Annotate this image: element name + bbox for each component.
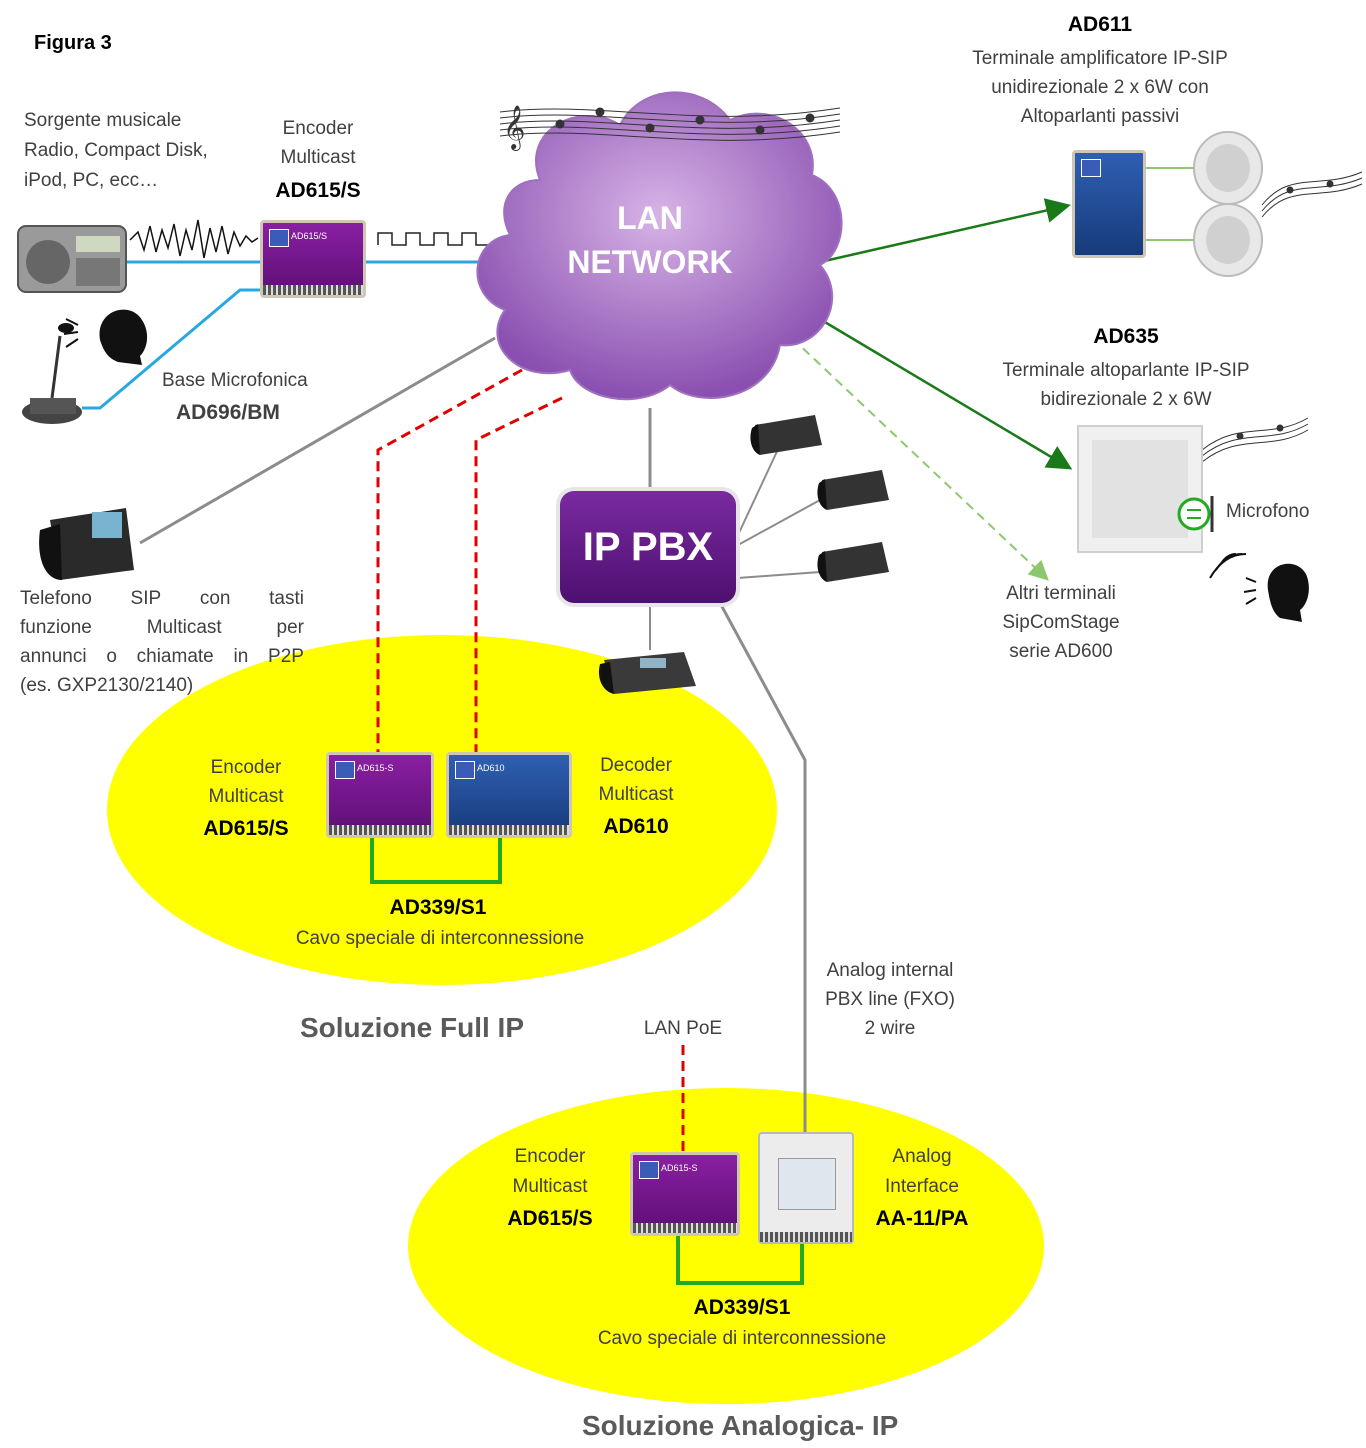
desk-phone-icon <box>750 415 822 455</box>
ad635-desc-line1: Terminale altoparlante IP-SIP <box>1002 360 1250 381</box>
cloud-label-line1: LAN <box>617 200 683 236</box>
full-ip-zone <box>107 635 777 985</box>
device-logo-icon <box>639 1161 659 1179</box>
music-notes-icon <box>1261 171 1363 218</box>
analog-cable-desc: Cavo speciale di interconnessione <box>597 1328 887 1349</box>
other-terminals-line1: Altri terminali <box>1006 583 1116 604</box>
full-ip-decoder-model: AD610 <box>603 815 669 838</box>
analog-ip-zone <box>408 1088 1044 1404</box>
sip-phone-desc-line4: (es. GXP2130/2140) <box>20 675 194 696</box>
sip-phone-desc-line2: funzione Multicast per <box>20 617 304 638</box>
encoder-top-line2: Multicast <box>280 147 356 168</box>
music-notes-icon: 𝄞 <box>499 105 841 151</box>
full-ip-decoder-line2: Multicast <box>598 784 674 805</box>
desk-phone-icon <box>598 652 696 694</box>
device-label: AD615-S <box>357 763 394 773</box>
other-terminals-line3: serie AD600 <box>1009 641 1113 662</box>
ceiling-speaker-icon <box>1193 203 1263 277</box>
microphone-icon <box>1177 496 1214 532</box>
decoder-device-full-ip: AD610 <box>446 752 572 838</box>
encoder-top-model: AD615/S <box>275 179 361 202</box>
analog-interface-line1: Analog <box>892 1146 952 1167</box>
full-ip-encoder-line1: Encoder <box>210 757 282 778</box>
speaking-person-icon <box>63 309 148 365</box>
lan-poe-label: LAN PoE <box>643 1018 723 1039</box>
ad611-desc-line2: unidirezionale 2 x 6W con <box>991 77 1209 98</box>
ip-pbx-label: IP PBX <box>582 524 714 569</box>
full-ip-encoder-model: AD615/S <box>203 817 289 840</box>
ad635-speaker-icon <box>1077 425 1203 553</box>
speaking-person-icon <box>1243 563 1309 622</box>
music-source-line2: Radio, Compact Disk, <box>24 140 208 161</box>
microphone-label: Microfono <box>1226 501 1310 522</box>
device-logo-icon <box>455 761 475 779</box>
music-notes-icon <box>1201 417 1309 463</box>
ip-pbx-box: IP PBX <box>560 491 736 603</box>
analog-line-line2: PBX line (FXO) <box>825 989 955 1010</box>
analog-line-line1: Analog internal <box>826 960 954 981</box>
analog-line-line3: 2 wire <box>864 1018 916 1039</box>
full-ip-encoder-line2: Multicast <box>208 786 284 807</box>
ad611-model: AD611 <box>1067 13 1133 36</box>
mic-base-label: Base Microfonica <box>162 370 308 391</box>
music-source-line3: iPod, PC, ecc… <box>24 170 159 191</box>
sip-phone-desc-line1: Telefono SIP con tasti <box>20 588 304 609</box>
ad611-desc-line3: Altoparlanti passivi <box>1020 106 1180 127</box>
analog-ip-title: Soluzione Analogica- IP <box>582 1410 899 1441</box>
svg-text:𝄞: 𝄞 <box>503 105 525 151</box>
device-logo-icon <box>269 229 289 247</box>
other-terminals-line2: SipComStage <box>1002 612 1120 633</box>
full-ip-cable-desc: Cavo speciale di interconnessione <box>295 928 585 949</box>
ceiling-speaker-icon <box>1193 131 1263 205</box>
analog-encoder-line1: Encoder <box>514 1146 586 1167</box>
figure-label: Figura 3 <box>34 32 112 54</box>
sound-waves-icon <box>1209 553 1247 579</box>
analog-cable-model: AD339/S1 <box>693 1296 791 1319</box>
device-label: AD615-S <box>661 1163 698 1173</box>
analog-interface-model: AA-11/PA <box>875 1207 969 1230</box>
ad611-desc-line1: Terminale amplificatore IP-SIP <box>972 48 1228 69</box>
mic-base-model: AD696/BM <box>176 401 280 424</box>
ad635-model: AD635 <box>1093 325 1159 348</box>
full-ip-decoder-line1: Decoder <box>600 755 672 776</box>
music-source-line1: Sorgente musicale <box>24 110 182 131</box>
connection-lines <box>82 167 1196 1285</box>
lan-network-cloud <box>476 91 843 401</box>
full-ip-title: Soluzione Full IP <box>300 1012 524 1043</box>
radio-icon <box>17 225 127 293</box>
microphone-base-icon <box>22 323 82 424</box>
desk-phone-icon <box>817 542 889 582</box>
analog-encoder-line2: Multicast <box>512 1176 588 1197</box>
device-logo-icon <box>1081 159 1101 177</box>
encoder-device-full-ip: AD615-S <box>326 752 434 838</box>
analog-interface-device <box>758 1132 854 1244</box>
device-label: AD615/S <box>291 231 328 241</box>
encoder-top-line1: Encoder <box>282 118 354 139</box>
device-logo-icon <box>335 761 355 779</box>
ad635-desc-line2: bidirezionale 2 x 6W <box>1040 389 1212 410</box>
full-ip-cable-model: AD339/S1 <box>389 896 487 919</box>
desk-phone-icon <box>817 470 889 510</box>
interface-panel <box>778 1158 836 1210</box>
cloud-label-line2: NETWORK <box>567 244 733 280</box>
ad611-device <box>1072 150 1146 258</box>
encoder-device-top: AD615/S <box>260 220 366 298</box>
sip-phone-desc-line3: annunci o chiamate in P2P <box>20 646 304 667</box>
encoder-device-analog: AD615-S <box>630 1152 740 1236</box>
device-label: AD610 <box>477 763 505 773</box>
audio-waveform-icon <box>129 219 259 259</box>
sip-phone-icon <box>39 508 134 580</box>
analog-encoder-model: AD615/S <box>507 1207 593 1230</box>
analog-interface-line2: Interface <box>885 1176 959 1197</box>
